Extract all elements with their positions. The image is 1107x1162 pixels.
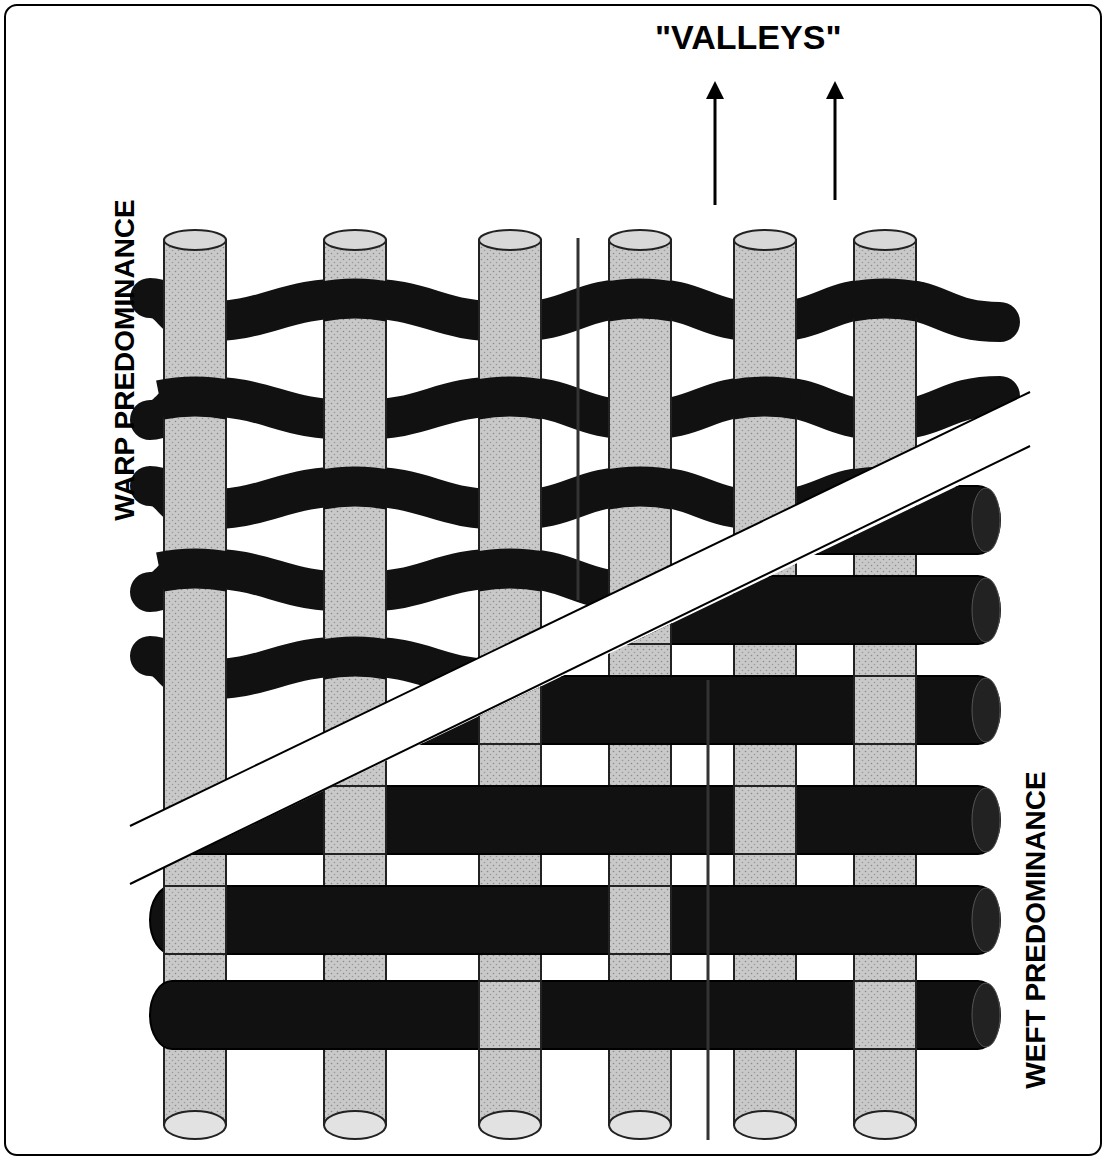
weft-crossing	[320, 657, 390, 661]
warp-end	[854, 230, 916, 250]
warp-crossing	[324, 486, 386, 554]
warp-predominance-weave	[150, 230, 1000, 1125]
warp-end	[734, 230, 796, 250]
warp-yarn	[854, 240, 916, 1125]
warp-crossing	[164, 886, 226, 954]
warp-yarn	[854, 240, 916, 1125]
warp-end	[734, 230, 796, 250]
warp-end	[734, 1111, 796, 1139]
warp-end	[479, 230, 541, 250]
warp-end	[609, 230, 671, 250]
weft-end	[972, 678, 1000, 742]
warp-end	[479, 1111, 541, 1139]
weft-yarn	[150, 676, 1000, 744]
weft-yarn	[150, 981, 1000, 1049]
weft-end	[972, 788, 1000, 852]
warp-end	[164, 230, 226, 250]
weft-crossing	[320, 299, 390, 303]
valley-arrows	[715, 90, 835, 205]
weft-crossing	[605, 487, 675, 491]
weft-crossing	[730, 397, 800, 401]
frame	[5, 5, 1101, 1155]
warp-crossing	[854, 676, 916, 744]
weft-crossing	[160, 569, 230, 573]
warp-end	[324, 230, 386, 250]
warp-crossing	[609, 886, 671, 954]
weft-end	[972, 983, 1000, 1047]
warp-crossing	[164, 576, 226, 644]
weft-end	[972, 488, 1000, 552]
warp-crossing	[479, 981, 541, 1049]
warp-end	[609, 230, 671, 250]
valleys-label: "VALLEYS"	[655, 20, 842, 54]
weft-crossing	[475, 569, 545, 573]
warp-end	[164, 1111, 226, 1139]
weft-yarn	[150, 298, 1000, 322]
weft-crossing	[605, 299, 675, 303]
weft-crossing	[850, 299, 920, 303]
warp-end	[164, 230, 226, 250]
warp-crossing	[854, 981, 916, 1049]
weft-yarn	[150, 886, 1000, 954]
warp-end	[854, 1111, 916, 1139]
weft-crossing	[160, 397, 230, 401]
warp-end	[854, 230, 916, 250]
weft-predominance-weave	[150, 230, 1000, 1139]
weft-crossing	[320, 487, 390, 491]
section-lines	[578, 238, 708, 1140]
warp-end	[324, 230, 386, 250]
warp-end	[479, 230, 541, 250]
warp-crossing	[734, 786, 796, 854]
weft-end	[972, 578, 1000, 642]
weft-end	[972, 888, 1000, 952]
weft-label: WEFT PREDOMINANCE	[1022, 771, 1050, 1088]
warp-end	[324, 1111, 386, 1139]
divider-band	[130, 392, 1030, 884]
weft-crossing	[475, 397, 545, 401]
warp-end	[609, 1111, 671, 1139]
warp-crossing	[324, 786, 386, 854]
warp-label: WARP PREDOMINANCE	[111, 199, 139, 521]
